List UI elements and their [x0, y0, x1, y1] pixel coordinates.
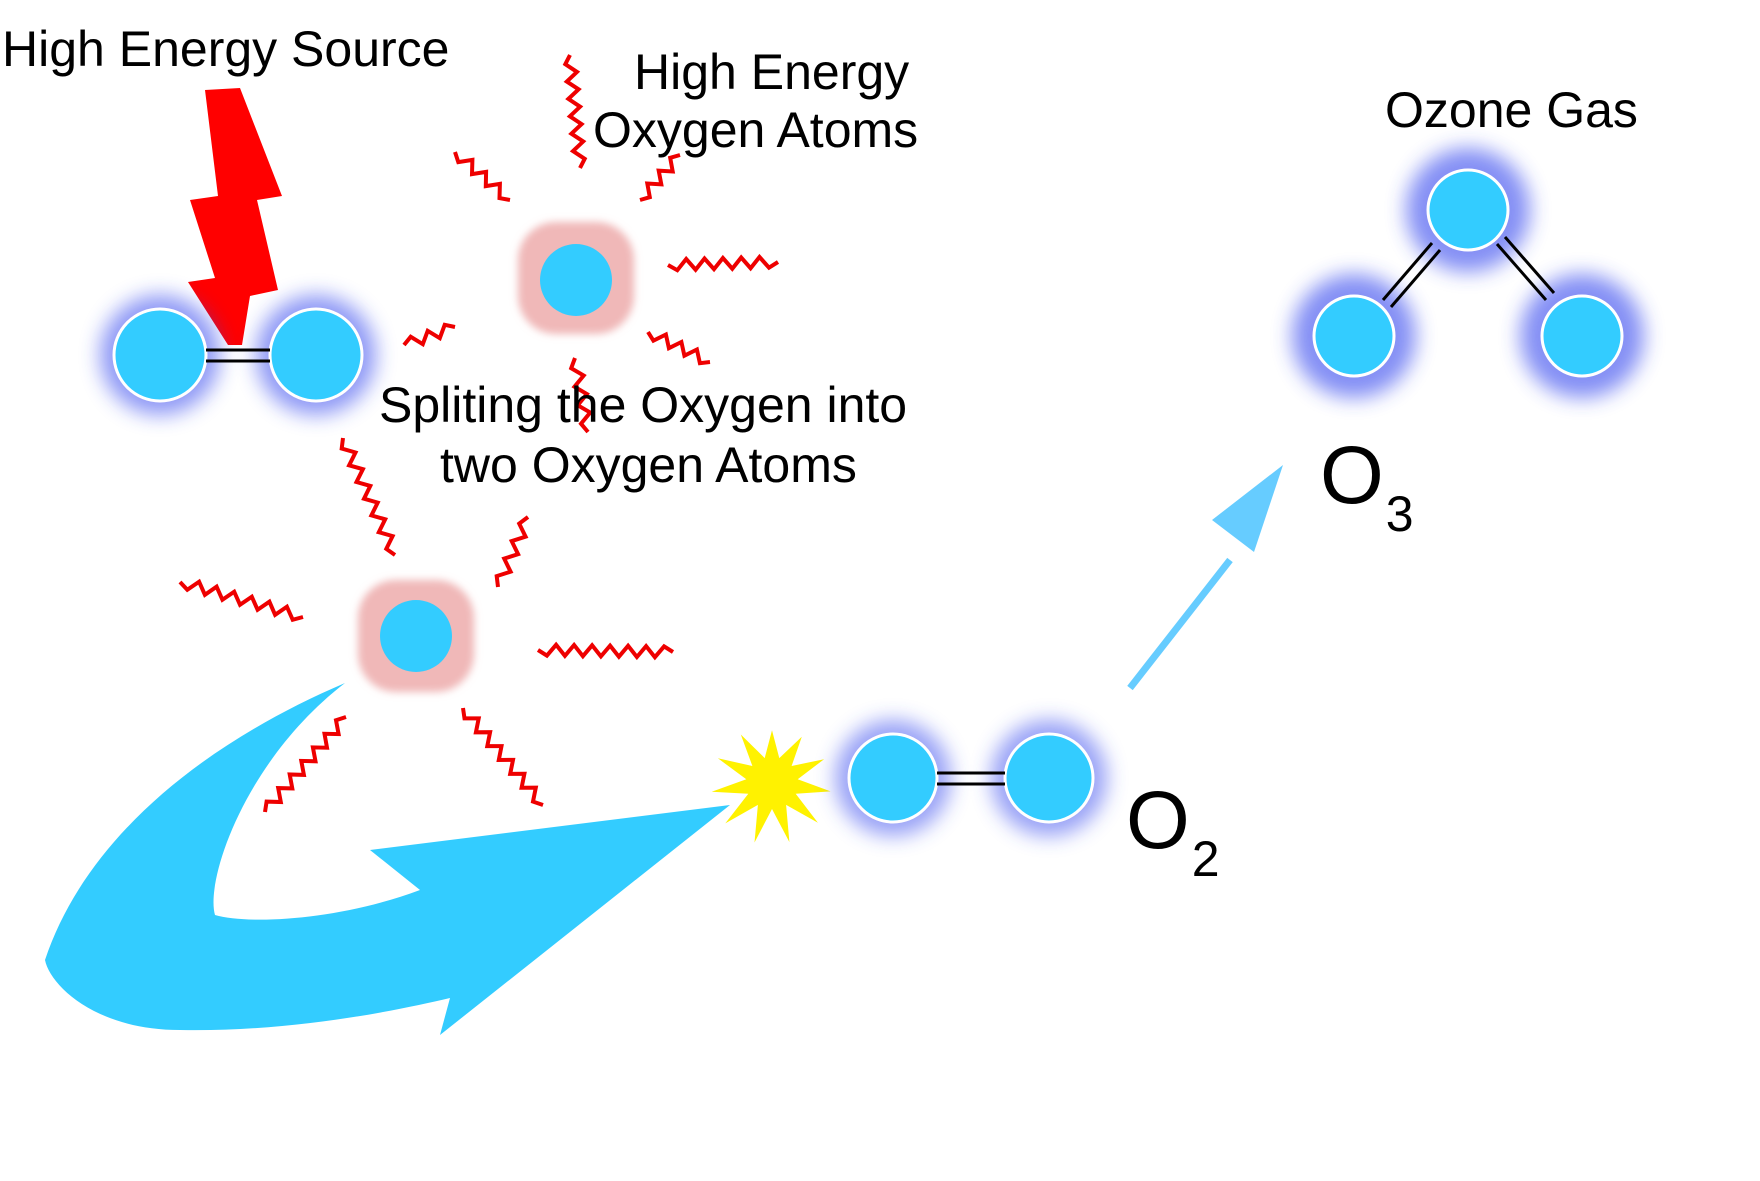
energy-zigzag [178, 578, 304, 623]
label-high-energy-atoms-line2: Oxygen Atoms [593, 102, 919, 158]
flow-arrow [45, 683, 730, 1035]
oxygen-atom [1003, 732, 1095, 824]
energy-zigzag [263, 715, 347, 813]
excited-oxygen-atom-2 [358, 580, 474, 692]
o3-molecule [1292, 148, 1644, 398]
formula-o3-subscript: 3 [1385, 485, 1414, 542]
energy-zigzag [339, 437, 397, 557]
energy-zigzag [461, 707, 544, 807]
energy-zigzag [562, 54, 588, 169]
energy-zigzag [453, 151, 511, 202]
energy-zigzag [667, 253, 780, 273]
energy-zigzag [646, 330, 711, 366]
o2-molecule-top [100, 295, 376, 415]
lightning-bolt-icon [188, 88, 282, 345]
formula-o2-symbol: O [1126, 775, 1190, 866]
o2-molecule-product [835, 720, 1107, 836]
oxygen-atom [380, 600, 452, 672]
oxygen-atom [1540, 294, 1624, 378]
oxygen-atom [1312, 294, 1396, 378]
collision-star-icon [711, 730, 831, 843]
oxygen-atom [112, 307, 208, 403]
energy-zigzag [639, 153, 681, 202]
formula-o2-subscript: 2 [1191, 830, 1220, 887]
oxygen-atom [1426, 168, 1510, 252]
label-ozone-gas: Ozone Gas [1385, 82, 1638, 138]
oxygen-atom [847, 732, 939, 824]
label-high-energy-source: High Energy Source [2, 21, 450, 77]
formula-o2: O2 [1126, 780, 1220, 884]
energy-zigzag [568, 357, 594, 434]
energy-rays [178, 54, 780, 813]
oxygen-atom [540, 244, 612, 316]
formula-o3-symbol: O [1320, 430, 1384, 521]
label-splitting-line2: two Oxygen Atoms [440, 437, 857, 493]
reaction-arrow [1127, 465, 1283, 691]
label-splitting-line1: Spliting the Oxygen into [379, 377, 908, 433]
energy-zigzag [402, 322, 456, 348]
energy-zigzag [494, 515, 530, 588]
energy-zigzag [536, 641, 675, 661]
excited-oxygen-atom-1 [518, 222, 634, 334]
oxygen-atom [268, 307, 364, 403]
formula-o3: O3 [1320, 435, 1414, 539]
label-high-energy-atoms-line1: High Energy [634, 44, 910, 100]
